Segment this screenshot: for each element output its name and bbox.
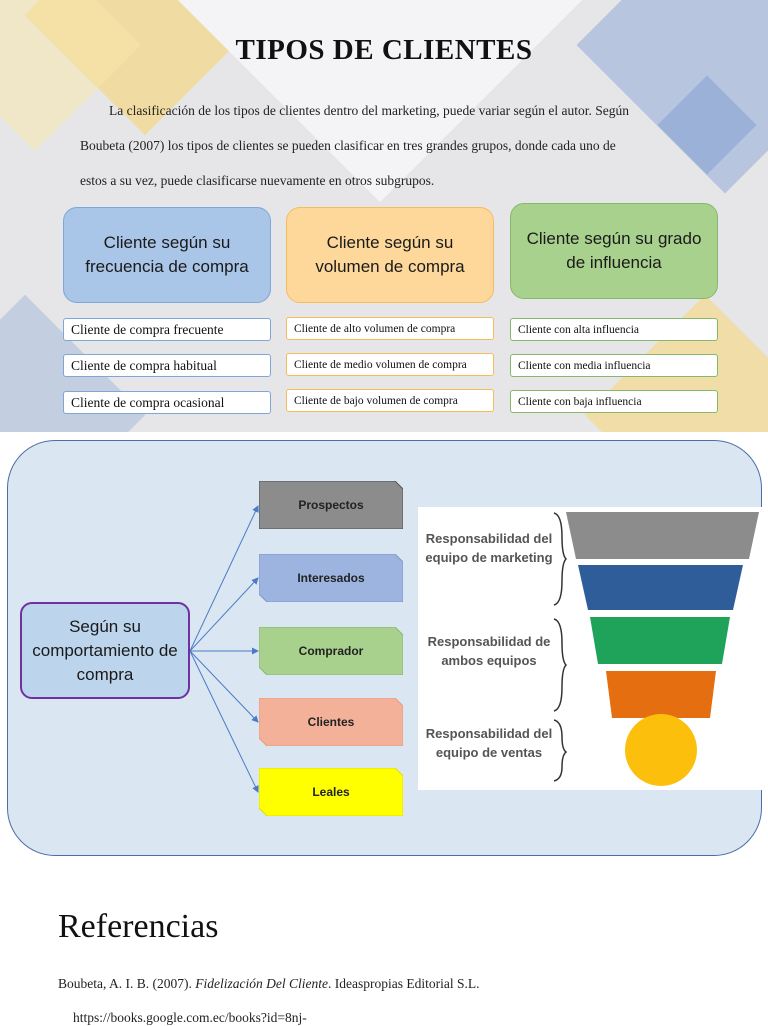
top-section: TIPOS DE CLIENTES La clasificación de lo… xyxy=(0,0,768,432)
citation-authors: Boubeta, A. I. B. (2007). xyxy=(58,976,196,991)
list-item: Cliente de compra ocasional xyxy=(63,391,271,414)
sales-funnel-graphic: Responsabilidad del equipo de marketing … xyxy=(418,507,762,790)
funnel-label-sales: Responsabilidad del equipo de ventas xyxy=(425,726,553,760)
references-heading: Referencias xyxy=(58,908,219,945)
intro-paragraph: La clasificación de los tipos de cliente… xyxy=(80,93,680,198)
group-header-frequency: Cliente según su frecuencia de compra xyxy=(63,207,271,303)
stage-clientes: Clientes xyxy=(259,698,403,746)
group-header-influence: Cliente según su grado de influencia xyxy=(510,203,718,299)
stage-prospectos: Prospectos xyxy=(259,481,403,529)
funnel-layer-both xyxy=(590,617,730,664)
stage-label: Interesados xyxy=(297,571,365,585)
list-item: Cliente de compra frecuente xyxy=(63,318,271,341)
reference-citation: Boubeta, A. I. B. (2007). Fidelización D… xyxy=(58,976,479,992)
citation-publisher: . Ideaspropias Editorial S.L. xyxy=(327,976,480,991)
stage-comprador: Comprador xyxy=(259,627,403,675)
list-item: Cliente de medio volumen de compra xyxy=(286,353,494,376)
stage-label: Prospectos xyxy=(298,498,364,512)
list-item: Cliente de alto volumen de compra xyxy=(286,317,494,340)
stage-label: Leales xyxy=(312,785,350,799)
funnel-layer-marketing xyxy=(566,512,759,559)
funnel-svg xyxy=(553,512,759,786)
list-item: Cliente de compra habitual xyxy=(63,354,271,377)
stage-label: Clientes xyxy=(307,715,355,729)
group-header-volume: Cliente según su volumen de compra xyxy=(286,207,494,303)
citation-title: Fidelización Del Cliente xyxy=(195,976,328,991)
intro-line: estos a su vez, puede clasificarse nueva… xyxy=(80,173,435,188)
list-item: Cliente con media influencia xyxy=(510,354,718,377)
funnel-label-both: Responsabilidad de ambos equipos xyxy=(427,634,551,668)
stage-label: Comprador xyxy=(298,644,364,658)
list-item: Cliente con alta influencia xyxy=(510,318,718,341)
funnel-layer-marketing-2 xyxy=(578,565,743,610)
stage-leales: Leales xyxy=(259,768,403,816)
intro-line: Boubeta (2007) los tipos de clientes se … xyxy=(80,138,616,153)
reference-url[interactable]: https://books.google.com.ec/books?id=8nj… xyxy=(73,1010,307,1025)
funnel-layer-both-2 xyxy=(606,671,716,718)
list-item: Cliente de bajo volumen de compra xyxy=(286,389,494,412)
list-item: Cliente con baja influencia xyxy=(510,390,718,413)
funnel-label-marketing: Responsabilidad del equipo de marketing xyxy=(425,531,553,565)
funnel-layer-sales xyxy=(625,714,697,786)
stage-interesados: Interesados xyxy=(259,554,403,602)
page-title: TIPOS DE CLIENTES xyxy=(235,34,533,66)
behavior-center-box: Según su comportamiento de compra xyxy=(20,602,190,699)
intro-line: La clasificación de los tipos de cliente… xyxy=(109,103,629,118)
